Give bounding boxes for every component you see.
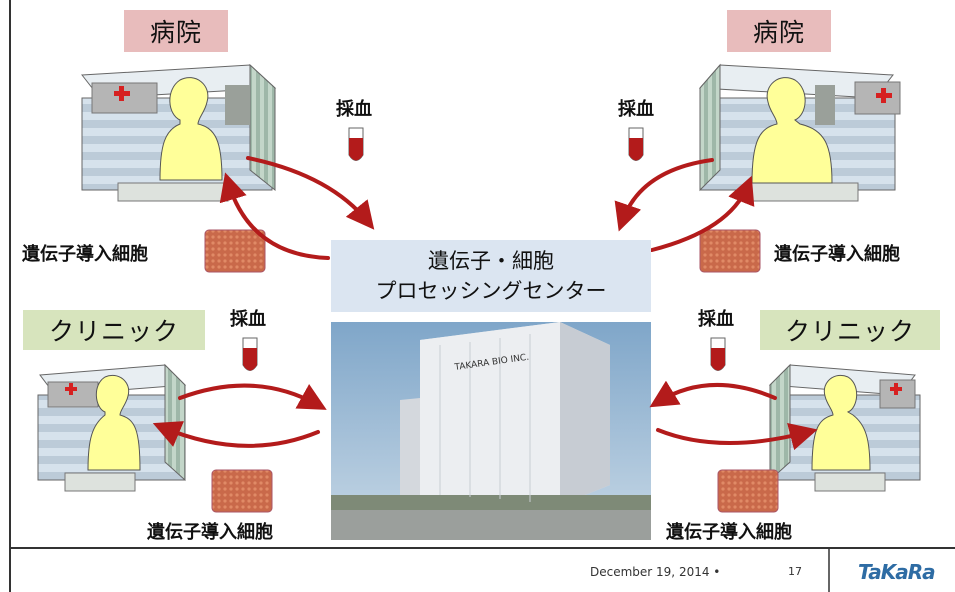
blood-draw-label-bl: 採血	[230, 309, 266, 330]
cell-flask-icon	[717, 469, 779, 513]
red-cross-icon	[65, 383, 77, 395]
red-cross-icon	[114, 86, 130, 101]
gene-cells-label-tr: 遺伝子導入細胞	[774, 244, 900, 265]
person-icon	[159, 77, 223, 181]
arrow-center-to-hospital-tr	[650, 175, 755, 252]
left-border	[9, 0, 11, 592]
cell-flask-icon	[204, 229, 266, 273]
blood-draw-label-tr: 採血	[618, 99, 654, 120]
red-cross-icon	[890, 383, 902, 395]
blood-tube-icon	[242, 337, 258, 371]
gene-cells-label-br: 遺伝子導入細胞	[666, 522, 792, 543]
arrow-hospital-tr-to-center	[614, 158, 714, 232]
blood-tube-icon	[710, 337, 726, 371]
gene-cells-label-tl: 遺伝子導入細胞	[22, 244, 148, 265]
arrow-center-to-clinic-bl	[152, 421, 320, 448]
blood-tube-icon	[348, 127, 364, 161]
blood-draw-label-br: 採血	[698, 309, 734, 330]
takara-logo: TaKaRa	[858, 560, 936, 584]
gene-cells-label-bl: 遺伝子導入細胞	[147, 522, 273, 543]
hospital-label-tl: 病院	[124, 10, 228, 52]
footer-rule	[9, 547, 955, 549]
red-cross-icon	[876, 88, 892, 103]
arrow-center-to-clinic-br	[656, 423, 818, 451]
flow-arrows	[152, 156, 818, 451]
blood-tube-icon	[628, 127, 644, 161]
cell-flask-icon	[211, 469, 273, 513]
arrow-hospital-tl-to-center	[246, 156, 375, 230]
clinic-label-bl: クリニック	[23, 310, 205, 350]
center-label-line2: プロセッシングセンター	[375, 279, 607, 303]
processing-center-label: 遺伝子・細胞 プロセッシングセンター	[331, 240, 651, 312]
center-label-line1: 遺伝子・細胞	[428, 249, 554, 273]
arrow-clinic-br-to-center	[649, 380, 777, 408]
hospital-building-tr	[698, 63, 901, 202]
footer-date: December 19, 2014 •	[590, 565, 721, 579]
arrow-clinic-bl-to-center	[178, 383, 327, 410]
person-icon	[751, 77, 833, 184]
person-icon	[87, 374, 141, 471]
blood-draw-label-tl: 採血	[336, 99, 372, 120]
page-number: 17	[788, 565, 802, 578]
arrow-center-to-hospital-tl	[219, 172, 330, 260]
cell-flask-icon	[699, 229, 761, 273]
clinic-label-br: クリニック	[760, 310, 940, 350]
person-icon	[811, 374, 871, 471]
hospital-label-tr: 病院	[727, 10, 831, 52]
processing-center-photo: TAKARA BIO INC.	[331, 322, 651, 540]
